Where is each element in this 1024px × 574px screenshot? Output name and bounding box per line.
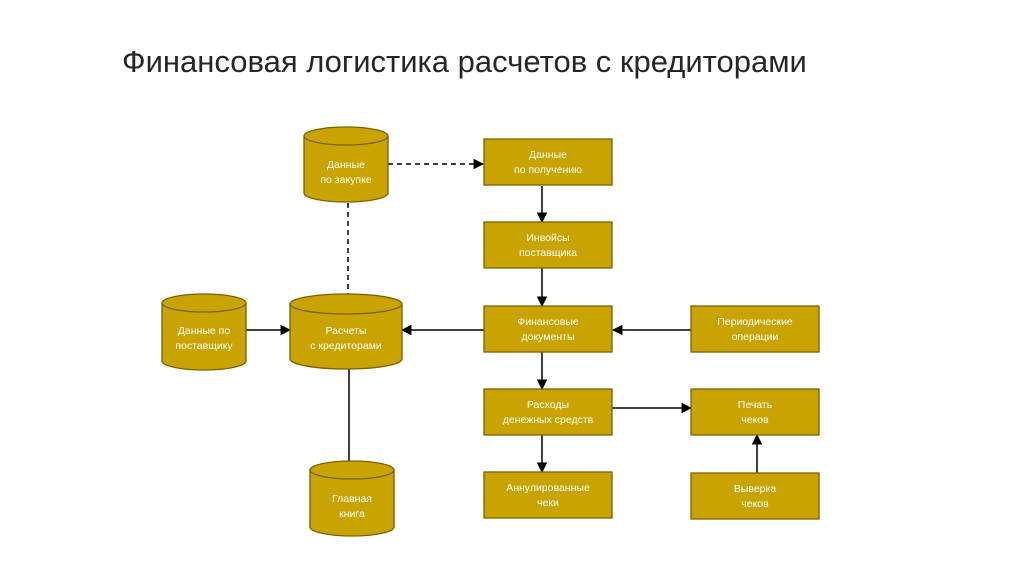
purchase-data-line1: Данные (327, 159, 365, 171)
cylinder-purchase-data: Данные по закупке (303, 126, 389, 203)
check-printing-line2: чеков (741, 414, 769, 426)
cash-expenses-line2: денежных средств (503, 414, 594, 426)
box-check-reconciliation: Выверка чеков (690, 472, 820, 520)
box-check-printing: Печать чеков (690, 388, 820, 436)
check-reconciliation-line1: Выверка (734, 483, 777, 495)
box-voided-checks: Аннулированные чеки (483, 471, 613, 519)
cylinder-general-ledger: Главная книга (309, 460, 395, 537)
slide-title: Финансовая логистика расчетов с кредитор… (122, 44, 807, 79)
box-financial-documents: Финансовые документы (483, 305, 613, 353)
cylinder-creditor-settlements: Расчеты с кредиторами (289, 293, 403, 370)
supplier-invoices-line1: Инвойсы (526, 232, 569, 244)
cash-expenses-line1: Расходы (527, 399, 569, 411)
financial-documents-line1: Финансовые (517, 316, 579, 328)
box-supplier-invoices: Инвойсы поставщика (483, 221, 613, 269)
receipt-data-line1: Данные (529, 149, 567, 161)
box-cash-expenses: Расходы денежных средств (483, 388, 613, 436)
creditor-settlements-line2: с кредиторами (310, 340, 382, 352)
periodic-operations-line1: Периодические (717, 316, 793, 328)
check-reconciliation-line2: чеков (741, 498, 769, 510)
box-receipt-data: Данные по получению (483, 138, 613, 186)
supplier-data-line2: поставщику (175, 340, 233, 352)
voided-checks-line1: Аннулированные (506, 482, 590, 494)
financial-documents-line2: документы (521, 331, 574, 343)
receipt-data-line2: по получению (514, 164, 582, 176)
general-ledger-line1: Главная (332, 493, 372, 505)
supplier-data-line1: Данные по (178, 325, 231, 337)
purchase-data-line2: по закупке (320, 174, 371, 186)
check-printing-line1: Печать (738, 399, 773, 411)
voided-checks-line2: чеки (537, 497, 559, 509)
cylinder-supplier-data: Данные по поставщику (161, 293, 247, 371)
supplier-invoices-line2: поставщика (519, 247, 577, 259)
creditor-settlements-line1: Расчеты (326, 325, 367, 337)
box-periodic-operations: Периодические операции (690, 305, 820, 353)
periodic-operations-line2: операции (732, 331, 779, 343)
general-ledger-line2: книга (339, 508, 365, 520)
